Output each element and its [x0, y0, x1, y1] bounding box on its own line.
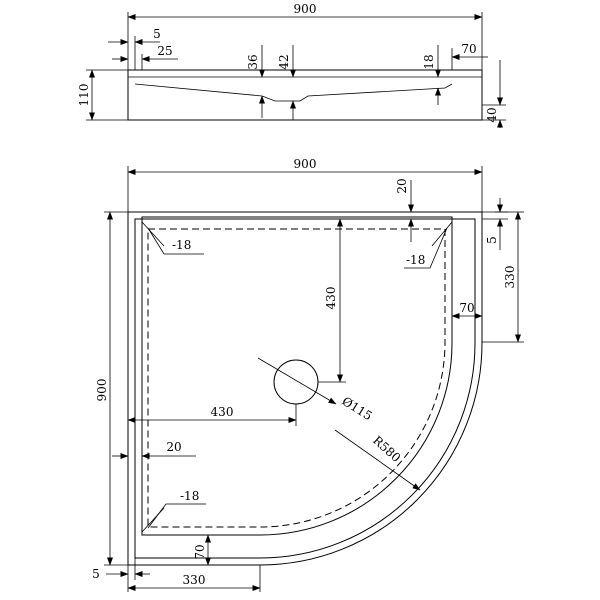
- side-width-label: 900: [294, 2, 317, 16]
- plan-view: 900 900 20 5 330 70 430 430 Ø1: [92, 157, 524, 592]
- side-base-40-label: 40: [485, 107, 499, 122]
- plan-straight-330-right-label: 330: [503, 266, 517, 289]
- tray-slope-dashed: [147, 228, 446, 528]
- side-offset-25-label: 25: [157, 44, 172, 58]
- plan-rim-5-right-label: 5: [485, 236, 499, 244]
- plan-slope-top-left-label: -18: [172, 238, 191, 252]
- plan-width-label: 900: [294, 157, 317, 171]
- side-profile-slope: [134, 83, 453, 102]
- tray-rim-inner: [134, 218, 476, 559]
- side-depth-18-label: 18: [422, 54, 436, 69]
- side-height-label: 110: [77, 84, 91, 107]
- side-rim-70-label: 70: [461, 42, 476, 56]
- side-offset-5-label: 5: [153, 27, 161, 41]
- plan-slope-top-right-label: -18: [406, 253, 425, 267]
- plan-straight-330-bottom-label: 330: [183, 573, 206, 587]
- plan-rim-5-bottom-label: 5: [92, 567, 100, 581]
- tray-outer-outline: [127, 211, 483, 566]
- plan-radius-label: R580: [370, 433, 403, 465]
- plan-height-label: 900: [95, 379, 109, 402]
- drain-circle: [273, 359, 319, 405]
- side-profile-outline: [127, 69, 483, 121]
- plan-drain-x-430-label: 430: [211, 405, 234, 419]
- plan-rim-20-top-label: 20: [395, 178, 409, 193]
- plan-drain-diameter-label: Ø115: [340, 394, 375, 423]
- plan-rim-70-right-label: 70: [459, 301, 474, 315]
- side-depth-36-label: 36: [246, 54, 260, 69]
- side-depth-42-label: 42: [277, 54, 291, 69]
- plan-rim-20-left-label: 20: [166, 440, 181, 454]
- plan-rim-70-bottom-label: 70: [193, 544, 207, 559]
- plan-drain-y-430-label: 430: [324, 287, 338, 310]
- plan-slope-bottom-left-label: -18: [180, 489, 199, 503]
- side-view: 900 5 25 36 42 18 70 110: [77, 2, 506, 128]
- tray-basin-outline: [141, 216, 453, 536]
